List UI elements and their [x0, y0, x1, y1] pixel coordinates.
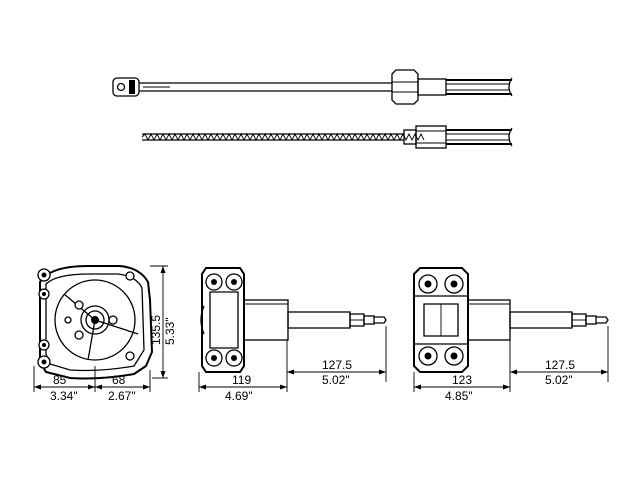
side1-body-mm: 119	[232, 373, 251, 387]
front-right-mm: 68	[112, 373, 126, 387]
front-left-in: 3.34"	[50, 389, 78, 403]
helm-front-view	[37, 265, 154, 380]
side2-shaft-in: 5.02"	[545, 373, 573, 387]
side1-shaft-mm: 127.5	[322, 358, 352, 372]
side2-body-mm: 123	[452, 373, 472, 387]
side1-body-in: 4.69"	[225, 389, 253, 403]
side1-dimensions	[198, 326, 387, 392]
side2-shaft-mm: 127.5	[545, 358, 575, 372]
side2-body-in: 4.85"	[445, 389, 473, 403]
front-left-mm: 85	[53, 373, 67, 387]
front-dimensions	[33, 265, 168, 392]
cable-helical-core	[141, 125, 513, 149]
front-height-in: 5.33"	[163, 317, 177, 345]
side2-dimensions	[413, 326, 609, 392]
front-height-mm: 135.5	[149, 315, 163, 345]
cable-rod-end	[112, 69, 513, 105]
side1-shaft-in: 5.02"	[322, 373, 350, 387]
front-right-in: 2.67"	[108, 389, 136, 403]
helm-side-view-2	[413, 267, 609, 373]
helm-side-view-1	[200, 267, 387, 373]
